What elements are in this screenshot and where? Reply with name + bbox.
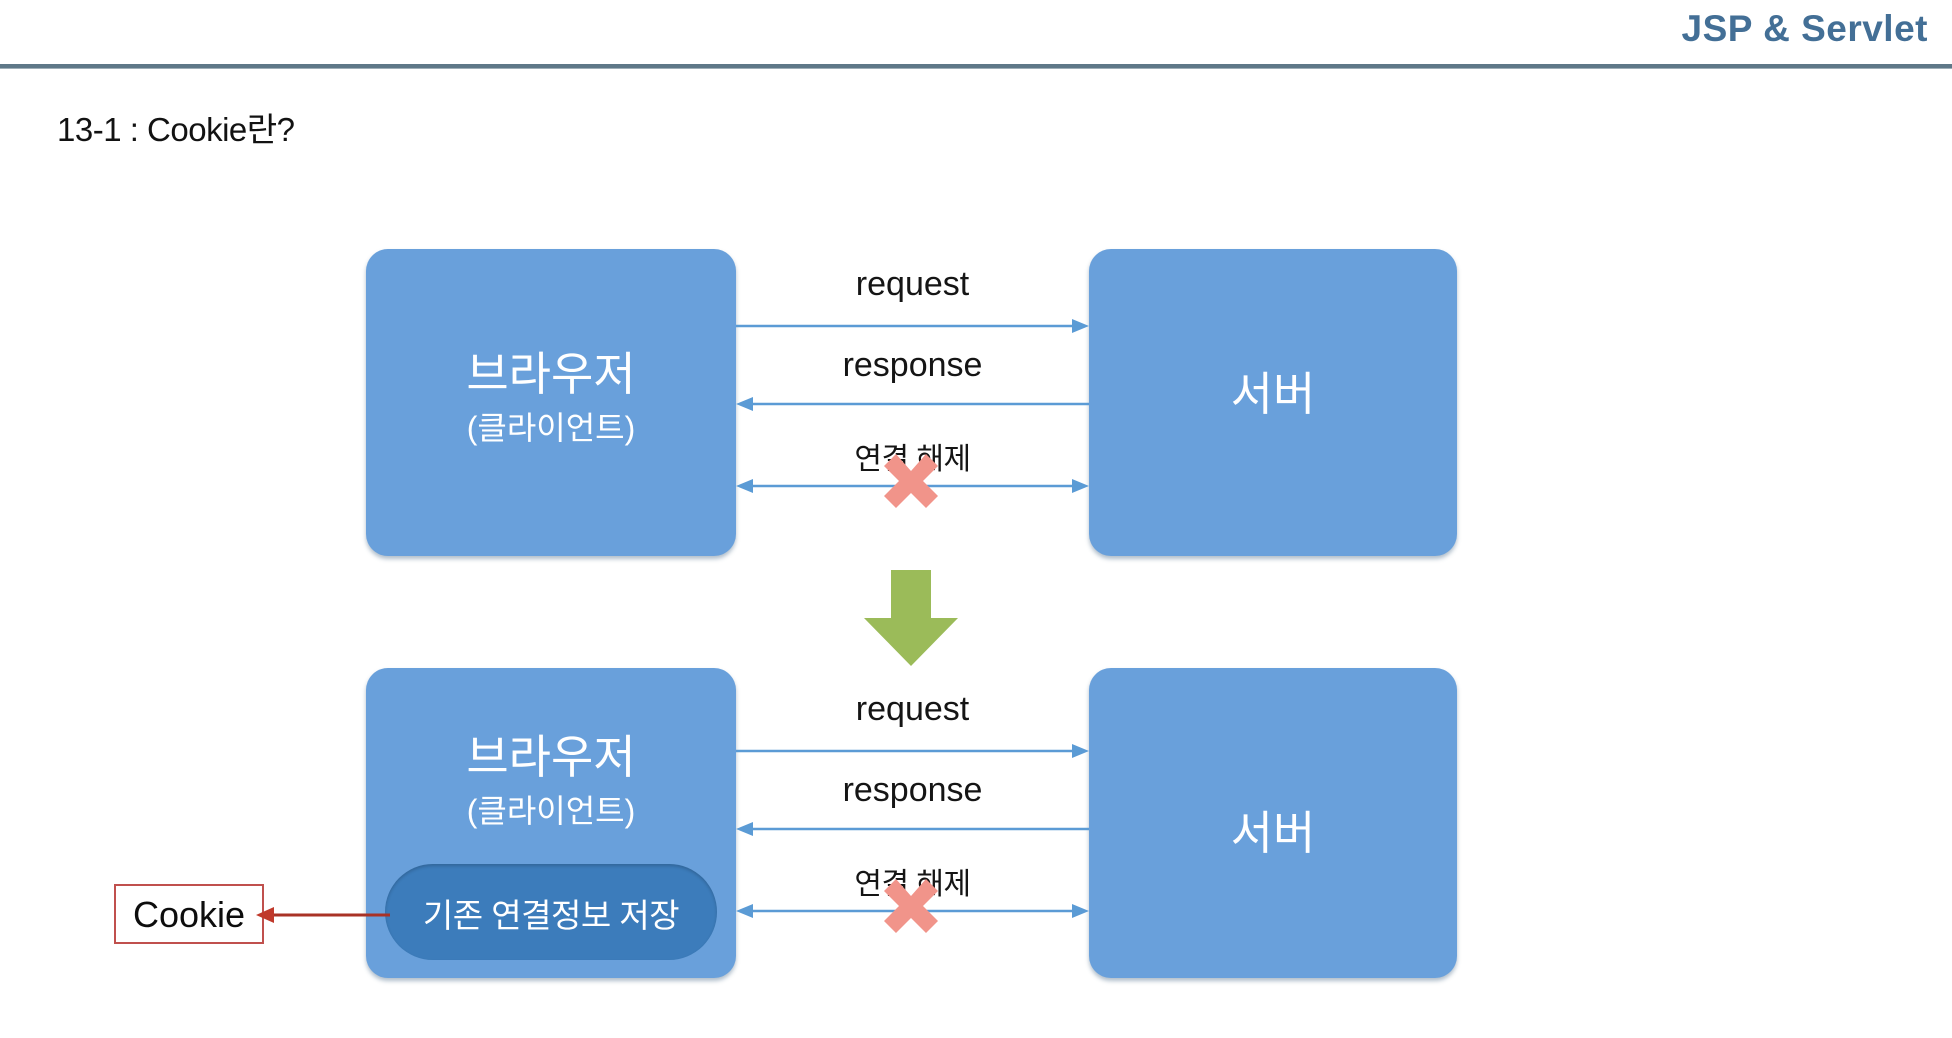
header-divider (0, 64, 1952, 69)
cookie-store-pill-label: 기존 연결정보 저장 (422, 897, 680, 934)
cookie-link-arrow (256, 903, 390, 927)
green-down-arrow-icon (858, 570, 964, 666)
flow-label-request-bottom: request (855, 690, 970, 728)
browser-node-top: 브라우저 (클라이언트) (366, 249, 736, 556)
page-title: 13-1 : Cookie란? (57, 111, 295, 148)
flow-label-response-bottom: response (842, 771, 983, 809)
flow-arrow-request-top (736, 318, 1089, 333)
browser-node-bottom-subtitle: (클라이언트) (466, 793, 636, 829)
slide-header: JSP & Servlet (0, 0, 1952, 70)
header-title: JSP & Servlet (1681, 8, 1928, 49)
server-node-bottom-title: 서버 (1230, 807, 1316, 859)
browser-node-top-title: 브라우저 (466, 348, 636, 400)
server-node-top-title: 서버 (1230, 368, 1316, 420)
connection-severed-icon-top (874, 444, 948, 518)
browser-node-top-subtitle: (클라이언트) (466, 410, 636, 446)
server-node-top: 서버 (1089, 249, 1457, 556)
cookie-callout-box: Cookie (114, 884, 264, 944)
cookie-store-pill: 기존 연결정보 저장 (385, 864, 717, 960)
flow-arrow-request-bottom (736, 743, 1089, 758)
flow-label-response-top: response (842, 346, 983, 384)
server-node-bottom: 서버 (1089, 668, 1457, 978)
flow-label-request-top: request (855, 265, 970, 303)
flow-arrow-response-top (736, 396, 1089, 411)
connection-severed-icon-bottom (874, 869, 948, 943)
flow-arrow-response-bottom (736, 821, 1089, 836)
browser-node-bottom: 브라우저 (클라이언트) 기존 연결정보 저장 (366, 668, 736, 978)
browser-node-bottom-title: 브라우저 (466, 731, 636, 783)
cookie-callout-label: Cookie (132, 894, 246, 935)
